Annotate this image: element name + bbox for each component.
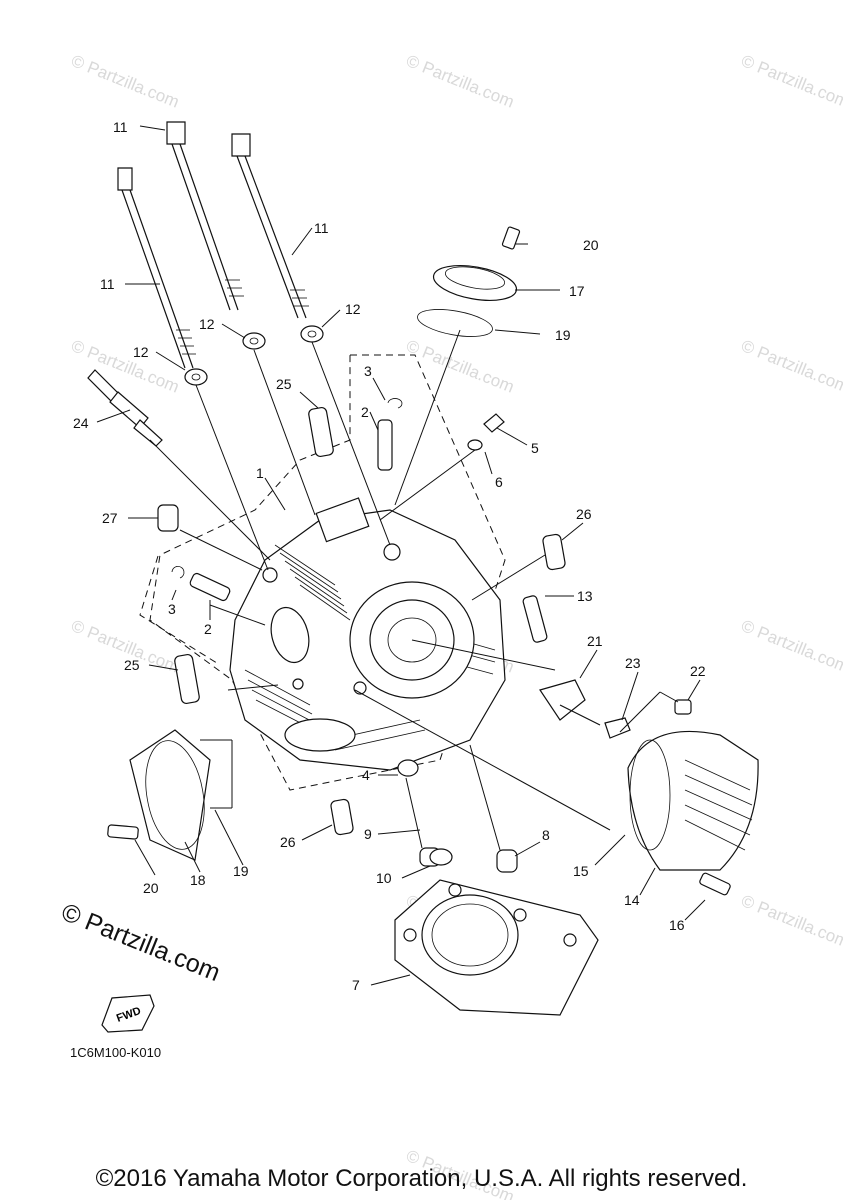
callout-12: 12: [345, 301, 361, 317]
callout-11: 11: [113, 119, 128, 135]
dowel-8: [496, 849, 518, 873]
head-bolt-left: [117, 167, 196, 369]
watermark: © Partzilla.com: [739, 51, 843, 112]
callout-12: 12: [199, 316, 215, 332]
callout-2: 2: [204, 621, 212, 637]
washers: [184, 325, 324, 386]
diagram-code: 1C6M100-K010: [70, 1045, 162, 1060]
watermark: © Partzilla.com: [69, 336, 182, 397]
callout-14: 14: [624, 892, 640, 908]
spring-25a: [308, 406, 334, 458]
head-bolts: [117, 121, 309, 369]
head-bolt-right: [231, 133, 309, 319]
callout-27: 27: [102, 510, 118, 526]
callout-25: 25: [276, 376, 292, 392]
watermark: © Partzilla.com: [739, 336, 843, 397]
callout-3: 3: [364, 363, 372, 379]
valve-guide-2a: [377, 419, 393, 471]
callout-10: 10: [376, 870, 392, 886]
callout-4: 4: [362, 767, 370, 783]
head-gasket: [394, 879, 599, 1016]
callout-19: 19: [555, 327, 571, 343]
callout-3: 3: [168, 601, 176, 617]
circlip-3b: [171, 566, 185, 579]
callout-24: 24: [73, 415, 89, 431]
bracket-21: [539, 679, 601, 726]
watermark: © Partzilla.com: [69, 51, 182, 112]
callout-21: 21: [587, 633, 603, 649]
callout-18: 18: [190, 872, 206, 888]
callout-9: 9: [364, 826, 372, 842]
group-outlines: [139, 354, 506, 791]
callout-20: 20: [143, 880, 159, 896]
cylinder-head-cover: [604, 699, 759, 896]
watermark: © Partzilla.com: [739, 891, 843, 952]
valve-guide-2b: [189, 572, 231, 602]
callout-8: 8: [542, 827, 550, 843]
tappet-cover-top: [417, 226, 521, 337]
callout-13: 13: [577, 588, 593, 604]
callout-5: 5: [531, 440, 539, 456]
callout-25: 25: [124, 657, 140, 673]
head-bolt-middle: [166, 121, 244, 311]
callout-15: 15: [573, 863, 589, 879]
callout-17: 17: [569, 283, 585, 299]
tappet-cover-bottom: [107, 729, 211, 861]
callout-26: 26: [280, 834, 296, 850]
watermark: © Partzilla.com: [739, 616, 843, 677]
spring-25b: [174, 653, 200, 705]
plug-26a: [542, 533, 566, 571]
copyright-notice: ©2016 Yamaha Motor Corporation, U.S.A. A…: [95, 1165, 748, 1192]
bolt-13: [522, 595, 548, 643]
callout-2: 2: [361, 404, 369, 420]
callout-23: 23: [625, 655, 641, 671]
plug-27: [157, 504, 179, 532]
watermark: © Partzilla.com: [404, 51, 517, 112]
callout-labels: 11 11 11 12 12 12 3 2 24 25 5 6 1 27 26 …: [73, 119, 706, 993]
oring-10: [429, 848, 453, 866]
bolt-16: [699, 872, 731, 896]
dowel-4: [397, 759, 419, 777]
plug-26b: [330, 798, 354, 836]
callout-6: 6: [495, 474, 503, 490]
callout-16: 16: [669, 917, 685, 933]
fwd-arrow-icon: FWD: [101, 994, 155, 1033]
callout-11: 11: [100, 276, 115, 292]
callout-11: 11: [314, 220, 329, 236]
callout-19: 19: [233, 863, 249, 879]
callout-1: 1: [256, 465, 264, 481]
bolt-22: [674, 699, 692, 715]
bolt-5: [483, 413, 505, 433]
leader-lines: [96, 125, 706, 986]
callout-22: 22: [690, 663, 706, 679]
callout-20: 20: [583, 237, 599, 253]
circlip-3a: [387, 398, 403, 409]
callout-7: 7: [352, 977, 360, 993]
callout-26: 26: [576, 506, 592, 522]
callout-12: 12: [133, 344, 149, 360]
washer-6: [467, 439, 483, 451]
cylinder-head: [229, 497, 506, 771]
small-parts: [157, 398, 566, 873]
